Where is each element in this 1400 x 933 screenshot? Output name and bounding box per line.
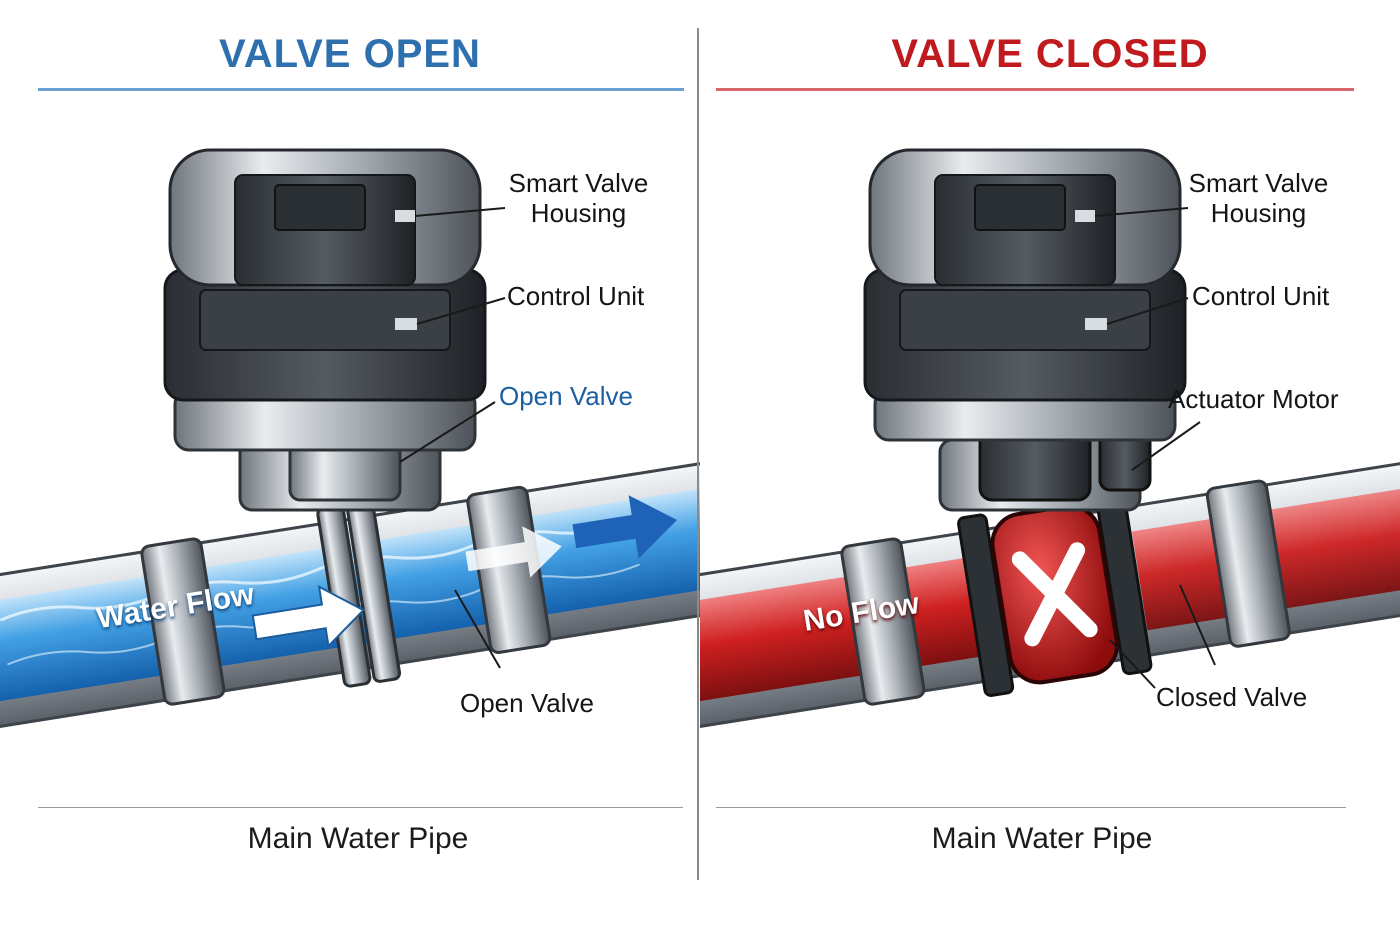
callout-control-unit: Control Unit [1192,281,1330,311]
callout-control-unit: Control Unit [507,281,645,311]
callout-open-valve-bottom: Open Valve [460,688,594,718]
callout-text: Smart Valve [1188,168,1329,198]
panel-divider [697,28,699,880]
footer-rule [716,807,1346,808]
callout-closed-valve: Closed Valve [1156,682,1308,712]
callout-smart-valve-housing: Smart Valve Housing [1176,168,1341,228]
callout-smart-valve-housing: Smart Valve Housing [496,168,661,228]
flow-arrow-icon [572,495,678,559]
flow-arrow-icon [251,584,365,649]
footer-label: Main Water Pipe [247,822,469,855]
footer-rule [38,807,683,808]
flow-arrow-icon [465,526,562,578]
open-valve-illustration [0,148,700,729]
callout-open-valve-top: Open Valve [499,381,633,411]
main-pipe [0,458,700,729]
x-mark-icon [1011,542,1098,647]
closed-valve-illustration [700,148,1400,729]
callout-actuator-motor: Actuator Motor [1168,384,1339,414]
callout-text: Housing [530,198,627,228]
callout-text: Housing [1210,198,1307,228]
valve-closed-panel: VALVE CLOSED [700,0,1400,933]
panel-title-open: VALVE OPEN [219,32,481,76]
panel-title-closed: VALVE CLOSED [891,32,1209,76]
footer-label: Main Water Pipe [931,822,1153,855]
title-underline [716,88,1354,91]
valve-open-panel: VALVE OPEN [0,32,700,855]
blocked-fluid [700,553,1010,706]
title-underline [38,88,684,91]
main-pipe [700,458,1400,729]
callout-text: Smart Valve [508,168,649,198]
